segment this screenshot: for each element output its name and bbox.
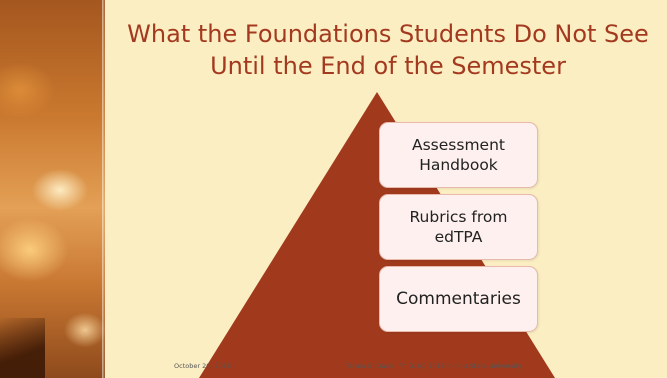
photo-divider	[102, 0, 105, 378]
slide-title: What the Foundations Students Do Not See…	[127, 20, 649, 80]
pyramid-item-label: Assessment Handbook	[412, 136, 505, 174]
pyramid-item-label: Rubrics from edTPA	[409, 208, 508, 246]
pyramid-item-rubrics: Rubrics from edTPA	[379, 194, 538, 260]
pyramid-item-assessment-handbook: Assessment Handbook	[379, 122, 538, 188]
footer-credit: Tamra S. Davis, Ph.D. (c) 2018 Illinois …	[346, 362, 522, 370]
footer-date: October 20, 2018	[174, 362, 232, 370]
pyramid-item-commentaries: Commentaries	[379, 266, 538, 332]
photo-shadow	[0, 318, 45, 378]
pyramid-item-label: Commentaries	[396, 289, 521, 309]
decorative-photo-strip	[0, 0, 105, 378]
